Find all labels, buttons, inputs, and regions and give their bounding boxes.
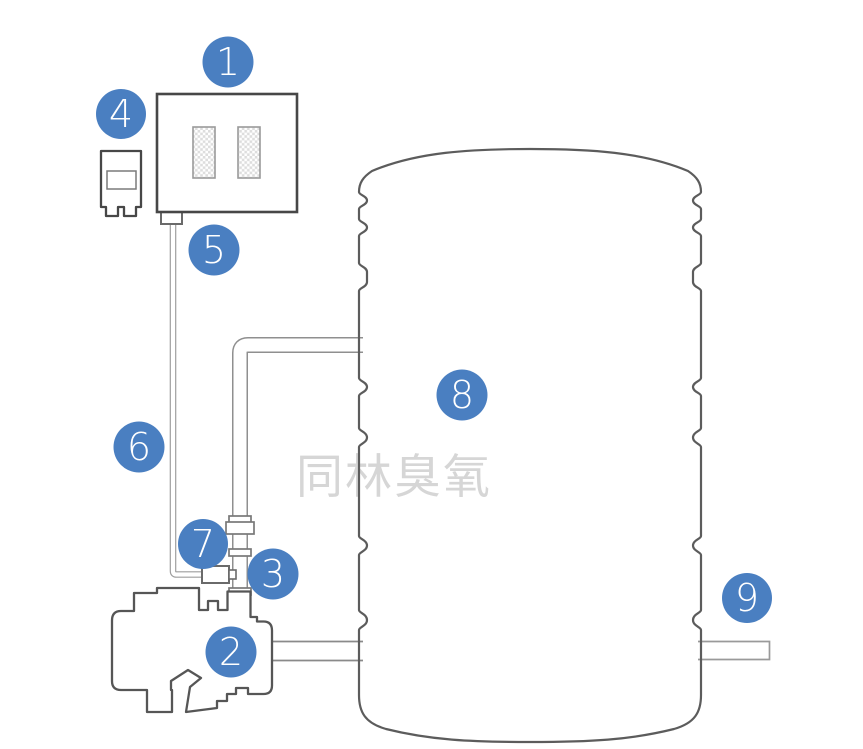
svg-text:9: 9 [735, 576, 759, 620]
callout-1: 1 [202, 36, 254, 88]
vacuum-pump [110, 586, 274, 714]
callout-9: 9 [722, 573, 772, 623]
power-supply-unit [99, 149, 143, 218]
callout-5: 5 [188, 224, 240, 276]
generator-cell-right [237, 126, 261, 179]
tank-outline [357, 147, 703, 744]
svg-text:5: 5 [202, 228, 226, 272]
svg-text:3: 3 [261, 552, 285, 596]
callout-4: 4 [96, 89, 146, 139]
callout-3: 3 [247, 548, 299, 600]
callout-7: 7 [178, 519, 228, 569]
ozone-generator [155, 92, 299, 214]
power-supply-window [106, 170, 137, 190]
svg-text:8: 8 [450, 373, 474, 417]
svg-text:2: 2 [219, 630, 243, 674]
callout-2: 2 [205, 626, 257, 678]
tank-body-fill [359, 149, 701, 742]
ozone-pipe [232, 337, 363, 600]
callout-6: 6 [113, 421, 165, 473]
svg-text:1: 1 [216, 40, 240, 84]
svg-text:4: 4 [109, 92, 133, 136]
pump-outlet-pipe [272, 640, 363, 662]
inline-unit [201, 565, 237, 584]
watermark-text: 同林臭氧 [296, 450, 492, 505]
svg-text:7: 7 [191, 522, 215, 566]
callout-8: 8 [436, 369, 488, 421]
generator-gas-tube [169, 217, 205, 578]
generator-cell-left [192, 126, 216, 179]
svg-text:6: 6 [127, 425, 151, 469]
tank-discharge-pipe [698, 640, 771, 661]
pipe-union-fitting [225, 515, 255, 535]
